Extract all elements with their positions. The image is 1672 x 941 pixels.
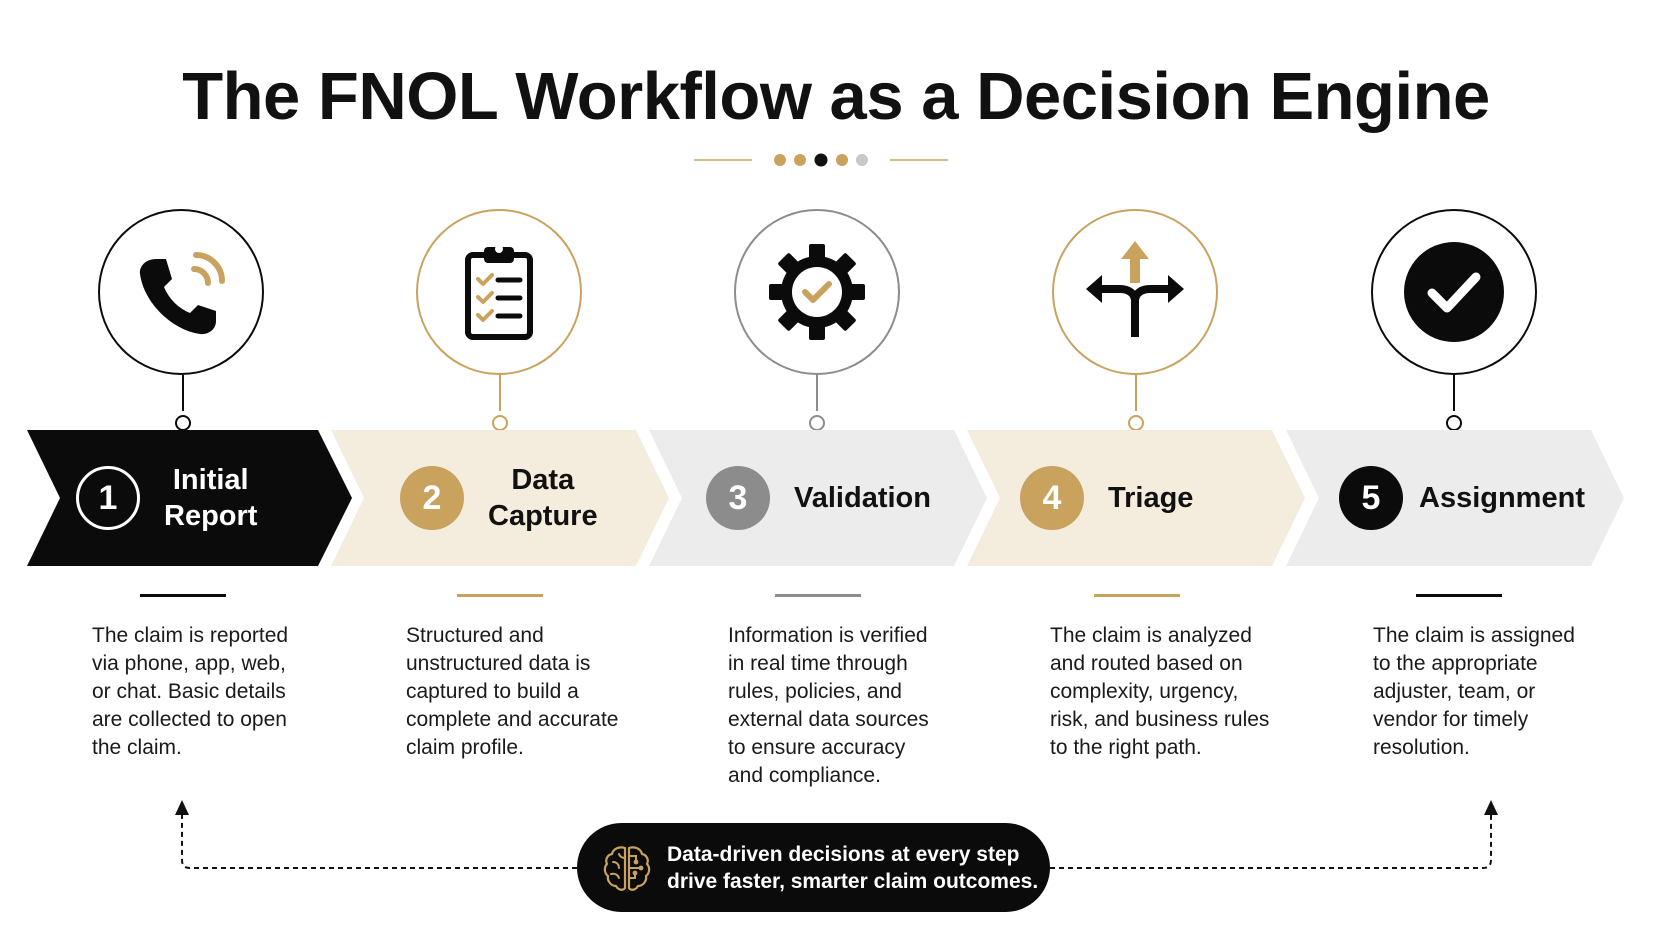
step-4-connector — [1135, 375, 1137, 411]
step-4-head: 4 Triage — [1020, 430, 1193, 566]
step-5-head: 5 Assignment — [1339, 430, 1585, 566]
step-4-number: 4 — [1020, 466, 1084, 530]
step-3-icon-circle — [734, 209, 900, 375]
process-chevron-band — [27, 430, 1624, 566]
step-1-connector — [182, 375, 184, 411]
step-2-icon-circle — [416, 209, 582, 375]
check-circle-icon — [1404, 242, 1504, 342]
gear-check-icon — [769, 244, 865, 340]
decision-callout: Data-driven decisions at every step driv… — [577, 823, 1050, 912]
chevron-step-1 — [27, 430, 352, 566]
chevron-step-5 — [1286, 430, 1624, 566]
step-5-connector — [1453, 375, 1455, 411]
step-3-connector-dot — [809, 415, 825, 431]
step-4-divider — [1094, 594, 1180, 597]
step-3-head: 3 Validation — [706, 430, 931, 566]
page-title: The FNOL Workflow as a Decision Engine — [182, 59, 1490, 134]
step-2-connector-dot — [492, 415, 508, 431]
clipboard-checklist-icon — [465, 245, 533, 340]
step-1-title: Initial Report — [164, 464, 258, 532]
step-5-icon-circle — [1371, 209, 1537, 375]
step-5-number: 5 — [1339, 466, 1403, 530]
step-5-divider — [1416, 594, 1502, 597]
step-1-number: 1 — [76, 466, 140, 530]
step-3-divider — [775, 594, 861, 597]
step-1-divider — [140, 594, 226, 597]
step-2-divider — [457, 594, 543, 597]
step-4-description: The claim is analyzed and routed based o… — [1050, 624, 1270, 759]
step-2-number: 2 — [400, 466, 464, 530]
step-3-title: Validation — [794, 482, 931, 514]
chevron-step-4 — [967, 430, 1305, 566]
title-divider — [694, 153, 948, 167]
step-4-icon-circle — [1052, 209, 1218, 375]
step-4-connector-dot — [1128, 415, 1144, 431]
step-3-connector — [816, 375, 818, 411]
step-3-number: 3 — [706, 466, 770, 530]
step-1-head: 1 Initial Report — [76, 430, 257, 566]
callout-text: Data-driven decisions at every step driv… — [667, 842, 1039, 893]
step-1-icon-circle — [98, 209, 264, 375]
step-1-connector-dot — [175, 415, 191, 431]
brain-circuit-icon — [603, 845, 651, 891]
step-5-title: Assignment — [1419, 482, 1585, 514]
step-2-description: Structured and unstructured data is capt… — [406, 624, 619, 759]
split-arrows-icon — [1086, 241, 1184, 337]
step-2-connector — [499, 375, 501, 411]
phone-ringing-icon — [139, 252, 225, 335]
step-2-head: 2 Data Capture — [400, 430, 598, 566]
step-2-title: Data Capture — [488, 464, 598, 532]
step-3-description: Information is verified in real time thr… — [728, 624, 929, 787]
step-1-description: The claim is reported via phone, app, we… — [92, 624, 289, 759]
chevron-step-3 — [649, 430, 987, 566]
step-5-description: The claim is assigned to the appropriate… — [1373, 624, 1575, 759]
step-5-connector-dot — [1446, 415, 1462, 431]
chevron-step-2 — [331, 430, 669, 566]
step-4-title: Triage — [1108, 482, 1194, 514]
